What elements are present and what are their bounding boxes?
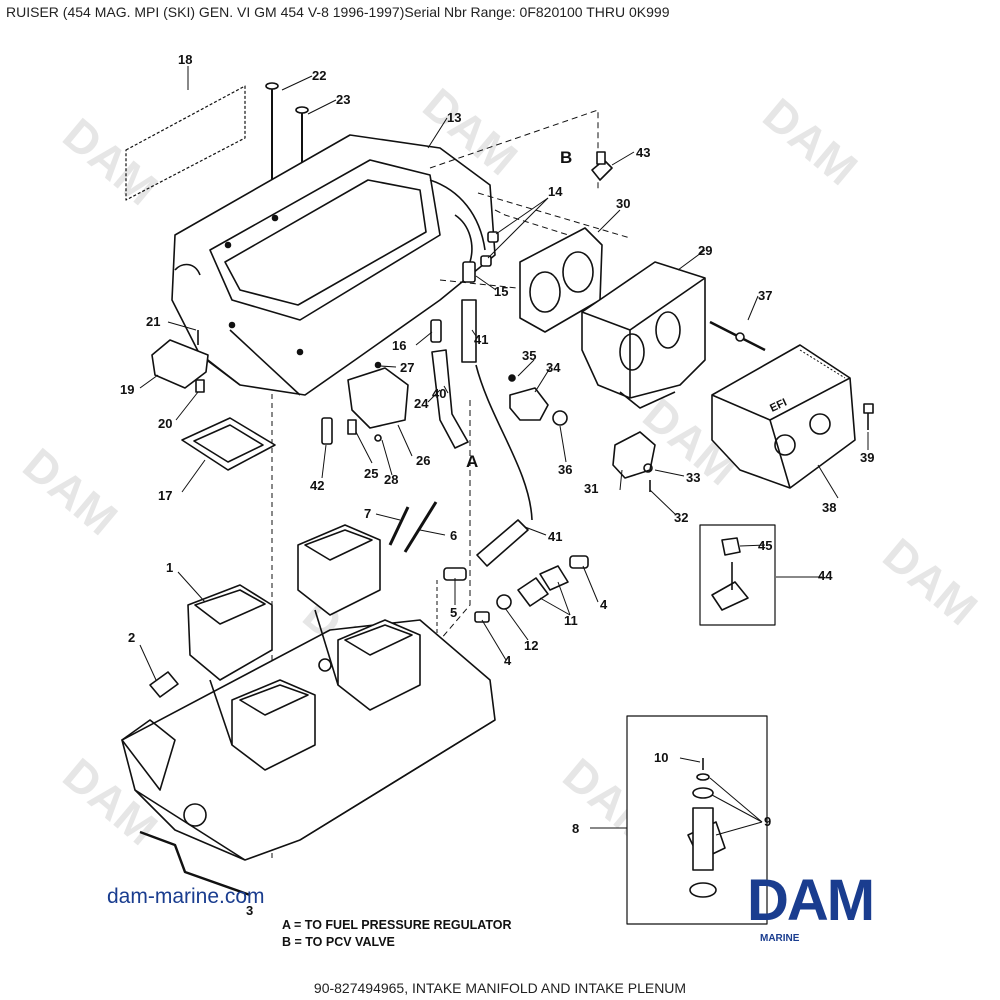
callout-7: 7 bbox=[364, 506, 371, 521]
parts-31-32-33-sensor bbox=[612, 431, 656, 492]
legend-line-a: A = TO FUEL PRESSURE REGULATOR bbox=[282, 918, 512, 932]
part-44-inset bbox=[699, 524, 776, 626]
callout-23: 23 bbox=[336, 92, 350, 107]
part-30-gasket bbox=[519, 227, 603, 333]
callout-4: 4 bbox=[600, 597, 608, 612]
callout-28: 28 bbox=[384, 472, 398, 487]
hoses-24-40-41 bbox=[431, 299, 533, 521]
callout-9: 9 bbox=[764, 814, 771, 829]
callout-4: 4 bbox=[504, 653, 512, 668]
callout-17: 17 bbox=[158, 488, 172, 503]
callout-2: 2 bbox=[128, 630, 135, 645]
callout-42: 42 bbox=[310, 478, 324, 493]
callout-37: 37 bbox=[758, 288, 772, 303]
connection-letter-b: B bbox=[560, 148, 572, 167]
callout-36: 36 bbox=[558, 462, 572, 477]
dam-marine-logo: DAM bbox=[747, 868, 875, 932]
callout-26: 26 bbox=[416, 453, 430, 468]
part-41-hose-lower bbox=[476, 519, 529, 567]
parts-19-20-21-sensor bbox=[151, 330, 209, 393]
callout-41: 41 bbox=[548, 529, 562, 544]
callout-numbers: 1 2 3 4 4 5 6 7 8 9 10 11 12 13 14 15 16… bbox=[120, 52, 874, 918]
legend-line-b: B = TO PCV VALVE bbox=[282, 935, 395, 949]
page-header-title: RUISER (454 MAG. MPI (SKI) GEN. VI GM 45… bbox=[6, 4, 670, 20]
callout-29: 29 bbox=[698, 243, 712, 258]
part-42-fitting bbox=[321, 417, 333, 445]
bolts-6-7 bbox=[388, 501, 438, 553]
callout-18: 18 bbox=[178, 52, 192, 67]
callout-44: 44 bbox=[818, 568, 833, 583]
part-17-gasket bbox=[181, 417, 276, 471]
watermark-text: DAM bbox=[874, 528, 988, 635]
part-38-flame-arrestor: EFI bbox=[711, 344, 856, 489]
callout-38: 38 bbox=[822, 500, 836, 515]
callout-16: 16 bbox=[392, 338, 406, 353]
leader-lines bbox=[139, 66, 869, 836]
brand-logo-text: DAM bbox=[747, 868, 873, 932]
brand-subtitle: MARINE bbox=[760, 933, 800, 944]
parts-4-5-11-12-fittings bbox=[436, 555, 589, 640]
callout-40: 40 bbox=[432, 386, 446, 401]
callout-39: 39 bbox=[860, 450, 874, 465]
parts-25-28-bracket bbox=[347, 361, 409, 442]
callout-31: 31 bbox=[584, 481, 598, 496]
callout-20: 20 bbox=[158, 416, 172, 431]
part-37-stud bbox=[709, 320, 766, 352]
callout-30: 30 bbox=[616, 196, 630, 211]
callout-45: 45 bbox=[758, 538, 772, 553]
connection-letter-a: A bbox=[466, 452, 478, 471]
callout-34: 34 bbox=[546, 360, 561, 375]
part-1-intake-manifold bbox=[121, 524, 496, 897]
callout-8: 8 bbox=[572, 821, 579, 836]
part-2-fitting bbox=[149, 671, 179, 698]
part-29-throttle-body bbox=[581, 261, 706, 409]
parts-14-15-16-fittings bbox=[430, 231, 499, 343]
callout-6: 6 bbox=[450, 528, 457, 543]
callout-25: 25 bbox=[364, 466, 378, 481]
callout-15: 15 bbox=[494, 284, 508, 299]
callout-3: 3 bbox=[246, 903, 253, 918]
callout-41: 41 bbox=[474, 332, 488, 347]
callout-10: 10 bbox=[654, 750, 668, 765]
part-18-sheet bbox=[125, 85, 246, 201]
callout-33: 33 bbox=[686, 470, 700, 485]
callout-1: 1 bbox=[166, 560, 173, 575]
callout-11: 11 bbox=[564, 613, 578, 628]
callout-22: 22 bbox=[312, 68, 326, 83]
callout-24: 24 bbox=[414, 396, 429, 411]
watermark-text: DAM bbox=[14, 438, 128, 545]
watermark-text: DAM bbox=[754, 88, 868, 195]
callout-27: 27 bbox=[400, 360, 414, 375]
callout-32: 32 bbox=[674, 510, 688, 525]
callout-35: 35 bbox=[522, 348, 536, 363]
callout-19: 19 bbox=[120, 382, 134, 397]
parts-34-35-36-sensor bbox=[508, 374, 568, 426]
callout-14: 14 bbox=[548, 184, 563, 199]
callout-13: 13 bbox=[447, 110, 461, 125]
callout-12: 12 bbox=[524, 638, 538, 653]
callout-21: 21 bbox=[146, 314, 160, 329]
part-8-inset bbox=[626, 715, 768, 925]
callout-5: 5 bbox=[450, 605, 457, 620]
site-link[interactable]: dam-marine.com bbox=[107, 885, 265, 908]
page-footer-caption: 90-827494965, INTAKE MANIFOLD AND INTAKE… bbox=[313, 980, 687, 996]
part-43-fitting bbox=[591, 151, 613, 181]
part-13-plenum bbox=[171, 134, 496, 396]
callout-43: 43 bbox=[636, 145, 650, 160]
watermark-text: DAM bbox=[54, 108, 168, 215]
part-39-bolt bbox=[863, 403, 874, 430]
